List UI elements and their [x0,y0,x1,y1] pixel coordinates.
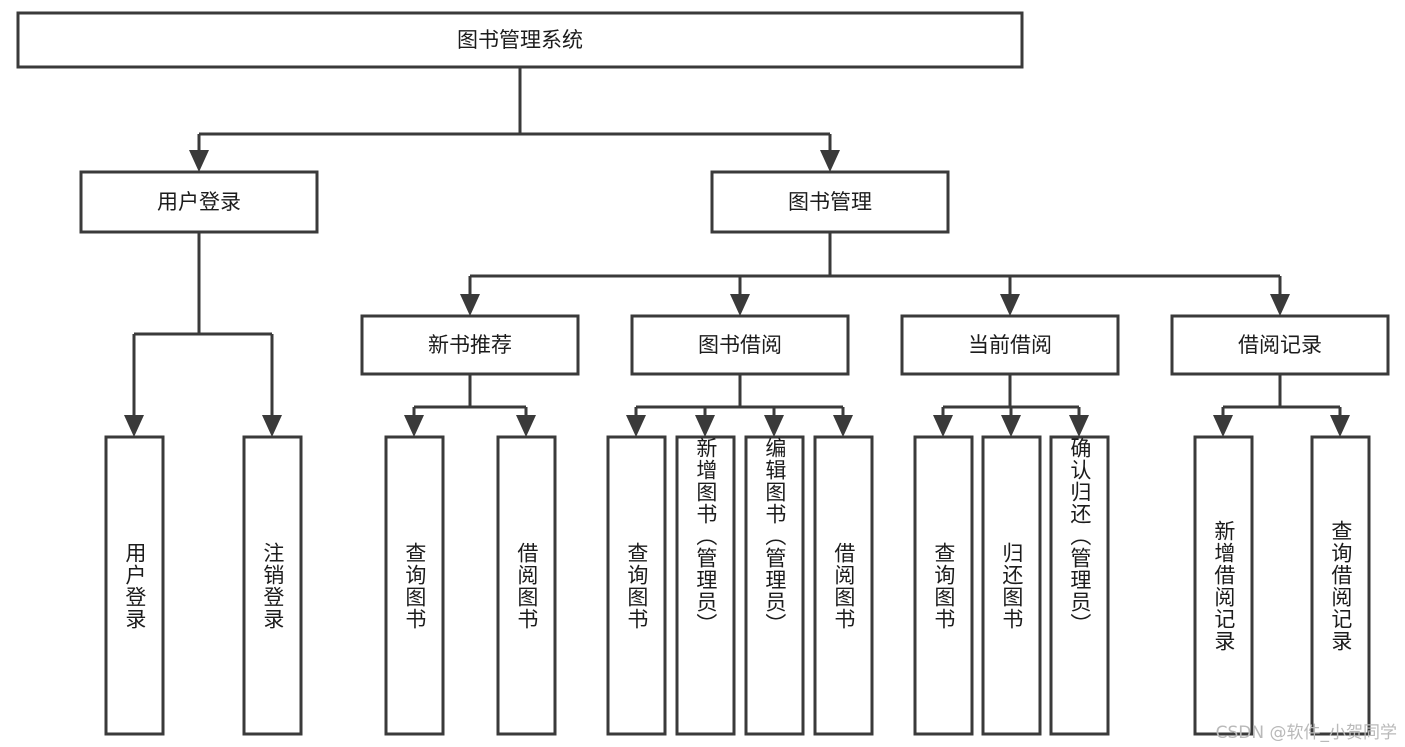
arrowhead-new-book-recommend [460,294,480,316]
node-root-box[interactable] [16,11,1024,69]
node-book-borrow[interactable]: 图书借阅 [630,314,850,376]
node-new-book-recommend[interactable]: 新书推荐 [360,314,580,376]
node-book-borrow-label: 图书借阅 [698,333,782,357]
node-book-manage[interactable]: 图书管理 [710,170,950,234]
leaf-box-br-1[interactable] [1193,435,1254,736]
connector-group-book-manage [460,232,1290,316]
node-book-manage-label: 图书管理 [788,190,872,214]
leaf-box-br-2[interactable] [1310,435,1371,736]
node-book-manage-box[interactable] [710,170,950,234]
connector-group-borrow-record [1213,374,1350,437]
arrowhead-nbr-leaf-2 [516,415,536,437]
arrowhead-br-leaf-1 [1213,415,1233,437]
node-root-label: 图书管理系统 [457,28,583,52]
node-new-book-recommend-box[interactable] [360,314,580,376]
connector-group-user-login [124,232,282,437]
leaf-box-cb-1[interactable] [913,435,974,736]
node-borrow-record-label: 借阅记录 [1238,333,1322,357]
leaf-box-bb-3[interactable] [744,435,805,736]
arrowhead-book-manage [820,150,840,172]
leaf-group-book-borrow [606,435,874,736]
arrowhead-bb-leaf-3 [764,415,784,437]
node-current-borrow[interactable]: 当前借阅 [900,314,1120,376]
node-book-borrow-box[interactable] [630,314,850,376]
node-user-login-box[interactable] [79,170,319,234]
leaf-box-cb-3[interactable] [1049,435,1110,736]
arrowhead-bb-leaf-1 [626,415,646,437]
arrowhead-borrow-record [1270,294,1290,316]
connector-group-root [189,67,840,172]
arrowhead-cb-leaf-1 [933,415,953,437]
node-borrow-record[interactable]: 借阅记录 [1170,314,1390,376]
watermark-text: CSDN @软件_小贺同学 [1215,723,1397,743]
node-new-book-recommend-label: 新书推荐 [428,333,512,357]
arrowhead-bb-leaf-4 [833,415,853,437]
leaf-group-current-borrow [913,435,1110,736]
node-current-borrow-box[interactable] [900,314,1120,376]
leaf-box-user-login-2[interactable] [242,435,303,736]
arrowhead-leaf-user-login [124,415,144,437]
arrowhead-leaf-logout [262,415,282,437]
arrowhead-user-login [189,150,209,172]
leaf-box-bb-4[interactable] [813,435,874,736]
leaf-box-bb-2[interactable] [675,435,736,736]
leaf-box-nbr-1[interactable] [384,435,445,736]
leaf-group-new-book-recommend [384,435,557,736]
arrowhead-cb-leaf-3 [1069,415,1089,437]
connector-group-current-borrow [933,374,1089,437]
node-user-login-label: 用户登录 [157,190,241,214]
leaf-box-cb-2[interactable] [981,435,1042,736]
arrowhead-nbr-leaf-1 [404,415,424,437]
connector-group-new-book-recommend [404,374,536,437]
node-user-login[interactable]: 用户登录 [79,170,319,234]
leaf-box-nbr-2[interactable] [496,435,557,736]
connector-group-book-borrow [626,374,853,437]
leaf-box-user-login-1[interactable] [104,435,165,736]
leaf-group-borrow-record [1193,435,1371,736]
node-borrow-record-box[interactable] [1170,314,1390,376]
leaf-group-user-login [104,435,303,736]
arrowhead-current-borrow [1000,294,1020,316]
leaf-box-bb-1[interactable] [606,435,667,736]
arrowhead-cb-leaf-2 [1001,415,1021,437]
node-current-borrow-label: 当前借阅 [968,333,1052,357]
node-root[interactable]: 图书管理系统 [16,11,1024,69]
arrowhead-br-leaf-2 [1330,415,1350,437]
arrowhead-bb-leaf-2 [695,415,715,437]
arrowhead-book-borrow [730,294,750,316]
